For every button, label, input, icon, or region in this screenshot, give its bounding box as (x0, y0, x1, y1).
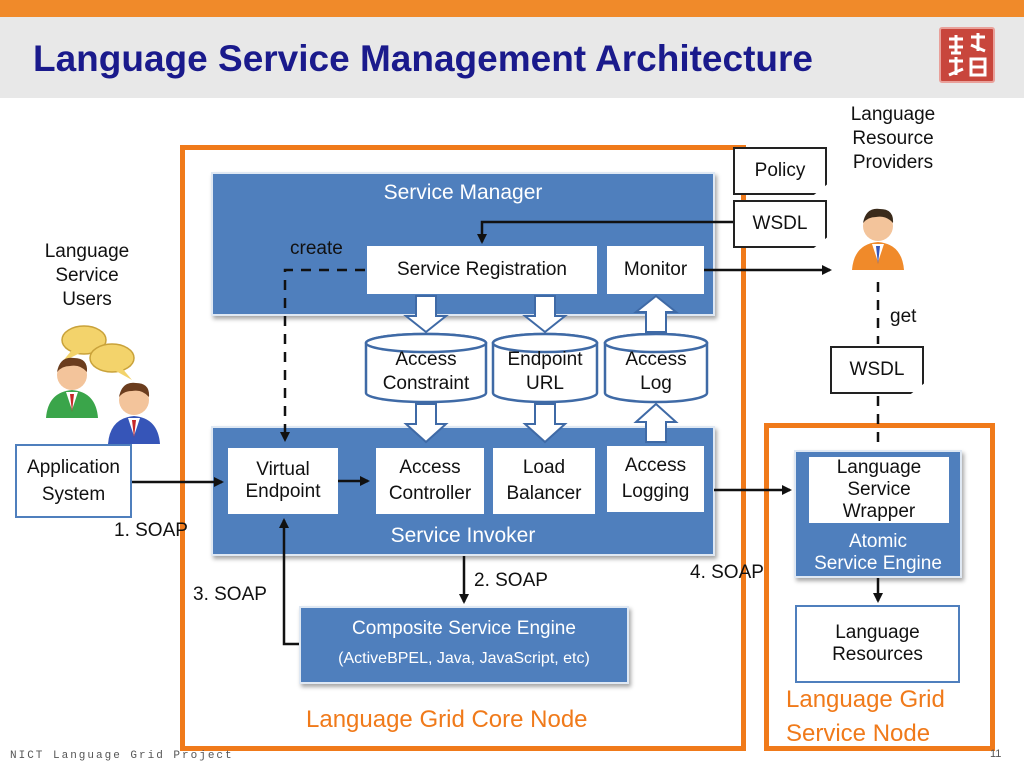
get-label: get (890, 306, 917, 327)
top-accent-bar (0, 0, 1024, 17)
logging-up-block-arrow (633, 402, 679, 443)
create-dashed-connector (280, 268, 365, 442)
endpoint-url-down-block-arrow (522, 403, 568, 444)
provider-person-icon (852, 208, 904, 270)
create-label: create (290, 238, 343, 259)
load-balancer-box[interactable]: Load Balancer (493, 448, 595, 514)
core-node-label: Language Grid Core Node (306, 706, 588, 733)
core-node-frame (180, 145, 746, 751)
monitor-box[interactable]: Monitor (607, 246, 704, 294)
composite-engine-subtitle: (ActiveBPEL, Java, JavaScript, etc) (338, 650, 590, 667)
service-node-label: Language Grid Service Node (786, 686, 945, 747)
access-controller-box[interactable]: Access Controller (376, 448, 484, 514)
service-node-frame (764, 423, 995, 751)
soap-label-1: 1. SOAP (114, 520, 188, 541)
atomic-engine-title: Atomic Service Engine (814, 531, 942, 574)
soap-label-4: 4. SOAP (690, 562, 764, 583)
soap-label-3: 3. SOAP (193, 584, 267, 605)
access-constraint-db-label: Access Constraint (382, 349, 470, 394)
language-service-users-label: Language Service Users (44, 241, 130, 310)
endpoint-url-db-label: Endpoint URL (507, 349, 583, 394)
composite-engine-title: Composite Service Engine (352, 618, 576, 639)
user-person-icon-2 (108, 382, 160, 444)
composite-engine-panel (299, 606, 629, 684)
access-log-db-label: Access Log (625, 349, 687, 394)
monitor-up-block-arrow (633, 294, 679, 333)
service-manager-title: Service Manager (383, 181, 543, 204)
soap-label-2: 2. SOAP (474, 570, 548, 591)
wsdl-document-top[interactable]: WSDL (733, 200, 827, 248)
title-bar (0, 17, 1024, 98)
language-resource-providers-label: Language Resource Providers (850, 104, 936, 173)
service-invoker-title: Service Invoker (390, 524, 536, 547)
policy-document[interactable]: Policy (733, 147, 827, 195)
language-service-wrapper-box[interactable]: Language Service Wrapper (809, 457, 949, 523)
virtual-endpoint-box[interactable]: Virtual Endpoint (228, 448, 338, 514)
access-logging-box[interactable]: Access Logging (607, 446, 704, 512)
application-system-box[interactable]: Application System (15, 444, 132, 518)
wsdl-document-provider[interactable]: WSDL (830, 346, 924, 394)
slide-title: Language Service Management Architecture (33, 38, 813, 79)
constraint-down-block-arrow (403, 403, 449, 444)
user-person-icon (46, 357, 98, 418)
composite-to-endpoint-arrow (279, 518, 299, 646)
wsdl-to-registration-arrow (477, 220, 733, 244)
kanji-seal-logo-icon (939, 27, 995, 83)
service-registration-box[interactable]: Service Registration (367, 246, 597, 294)
registration-down-block-arrow-2 (522, 295, 568, 334)
language-resources-box[interactable]: Language Resources (795, 605, 960, 683)
footer-project-name: NICT Language Grid Project (10, 750, 234, 762)
registration-down-block-arrow (403, 295, 449, 334)
page-number: 11 (990, 748, 1002, 760)
